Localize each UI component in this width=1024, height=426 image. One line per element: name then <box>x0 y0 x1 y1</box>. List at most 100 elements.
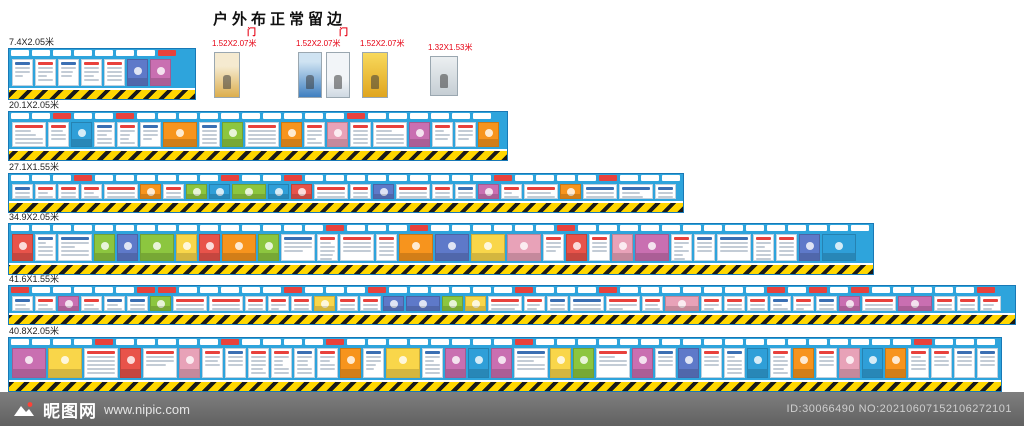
banner-panel <box>954 348 975 378</box>
banner-header-box <box>347 175 365 181</box>
banner-header-box <box>410 113 428 119</box>
banner-header-box <box>494 225 512 231</box>
banner-header-box <box>242 339 260 345</box>
panel-text-line <box>911 360 926 362</box>
panel-title-bar <box>297 351 312 354</box>
banner-header-box <box>788 225 806 231</box>
banner-header-box <box>599 287 617 293</box>
panel-text-line <box>38 246 53 248</box>
banner-panel <box>173 296 207 311</box>
nipic-logo-icon <box>14 402 34 416</box>
panel-title-bar <box>658 187 673 190</box>
panel-text-line <box>274 356 289 358</box>
panel-text-line <box>865 308 893 310</box>
banner-header-row <box>11 225 871 233</box>
panel-title-bar <box>727 299 742 302</box>
poster-figure <box>805 241 814 250</box>
banner-header-box <box>95 287 113 293</box>
poster-figure <box>638 356 647 365</box>
panel-text-line <box>143 138 152 140</box>
panel-title-bar <box>84 62 99 65</box>
panel-title-bar <box>983 299 998 302</box>
panel-title-bar <box>363 299 378 302</box>
banner-header-box <box>221 339 239 345</box>
poster-band <box>223 252 255 260</box>
poster-band <box>128 77 147 85</box>
banner-panel <box>81 184 102 199</box>
banner-panel <box>478 122 499 147</box>
banner-header-box <box>620 287 638 293</box>
poster-band <box>164 139 196 146</box>
poster-band <box>863 368 882 377</box>
banner-header-box <box>389 225 407 231</box>
banner-size-label: 41.6X1.55米 <box>9 274 60 284</box>
banner-panel <box>12 122 46 147</box>
banner-panel <box>455 184 476 199</box>
panel-text-line <box>38 192 48 194</box>
panel-text-line <box>366 360 381 362</box>
panel-text-line <box>727 356 735 358</box>
poster-band <box>508 252 540 260</box>
poster-band <box>210 194 229 198</box>
banner-header-box <box>830 225 848 231</box>
panel-text-line <box>645 304 658 306</box>
panel-text-line <box>376 138 404 140</box>
panel-text-line <box>609 304 637 306</box>
banner-panel <box>314 184 348 199</box>
panel-title-bar <box>97 125 112 128</box>
banner-header-box <box>305 113 323 119</box>
poster-figure <box>306 75 314 90</box>
watermark-logo-text: 昵图网 <box>43 401 97 421</box>
panel-text-line <box>353 134 368 136</box>
poster-band <box>292 194 311 198</box>
poster-figure <box>799 356 808 365</box>
panel-title-bar <box>38 299 53 302</box>
banner-panel <box>209 184 230 199</box>
banner-panel <box>547 296 568 311</box>
panel-text-line <box>205 356 220 358</box>
banner-panel <box>127 59 148 86</box>
panel-title-bar <box>546 237 561 240</box>
panel-text-line <box>320 368 335 370</box>
panel-text-line <box>15 192 30 194</box>
panel-text-line <box>84 79 99 81</box>
poster-figure <box>451 356 460 365</box>
panel-text-line <box>166 192 181 194</box>
banner-panel <box>291 184 312 199</box>
panel-text-line <box>779 246 794 248</box>
panel-text-line <box>297 368 312 370</box>
banner-header-box <box>53 113 71 119</box>
panel-text-line <box>61 67 76 69</box>
poster-band <box>282 139 301 146</box>
poster-figure <box>556 356 565 365</box>
panel-text-line <box>674 254 684 256</box>
panel-text-line <box>248 134 276 136</box>
panel-text-line <box>435 130 444 132</box>
panel-text-line <box>251 360 266 362</box>
panel-text-line <box>212 308 240 310</box>
poster-size-label: 1.52X2.07米 <box>296 39 341 48</box>
panel-title-bar <box>212 299 240 302</box>
panel-text-line <box>727 364 742 366</box>
panel-text-line <box>120 130 135 132</box>
banner-header-box <box>158 175 176 181</box>
banner-panel <box>793 296 814 311</box>
panel-title-bar <box>658 351 673 354</box>
panel-title-bar <box>425 351 440 354</box>
banner-panel <box>770 348 791 378</box>
banner-size-label: 20.1X2.05米 <box>9 100 60 110</box>
panel-text-line <box>274 368 289 370</box>
banner-header-box <box>683 225 701 231</box>
panel-title-bar <box>674 237 689 240</box>
poster-figure <box>156 300 165 309</box>
poster-band <box>633 368 652 377</box>
banner-header-box <box>74 175 92 181</box>
banner-panel <box>12 296 33 311</box>
panel-text-line <box>546 250 557 252</box>
banner-header-box <box>116 175 134 181</box>
panel-text-line <box>435 196 450 198</box>
banner-panel <box>94 234 115 261</box>
panel-text-line <box>317 192 345 194</box>
panel-text-line <box>458 192 473 194</box>
